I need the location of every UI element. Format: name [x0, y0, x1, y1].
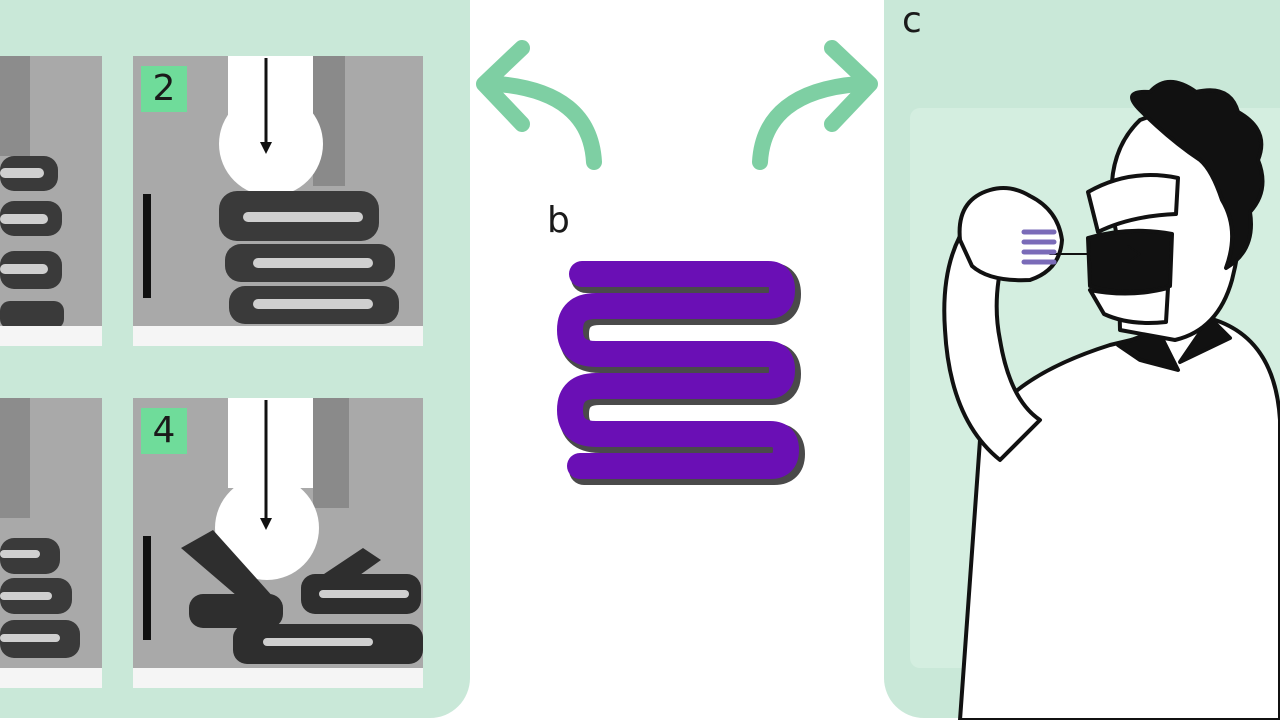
- lower-jaw: [1090, 288, 1168, 323]
- person-eating-illustration: [944, 82, 1280, 720]
- panel-label-b: b: [547, 200, 570, 241]
- right-curved-arrow: [760, 48, 870, 162]
- left-curved-arrow: [484, 48, 594, 162]
- panel-label-c: c: [902, 0, 922, 41]
- zigzag-spring-icon: [570, 274, 790, 470]
